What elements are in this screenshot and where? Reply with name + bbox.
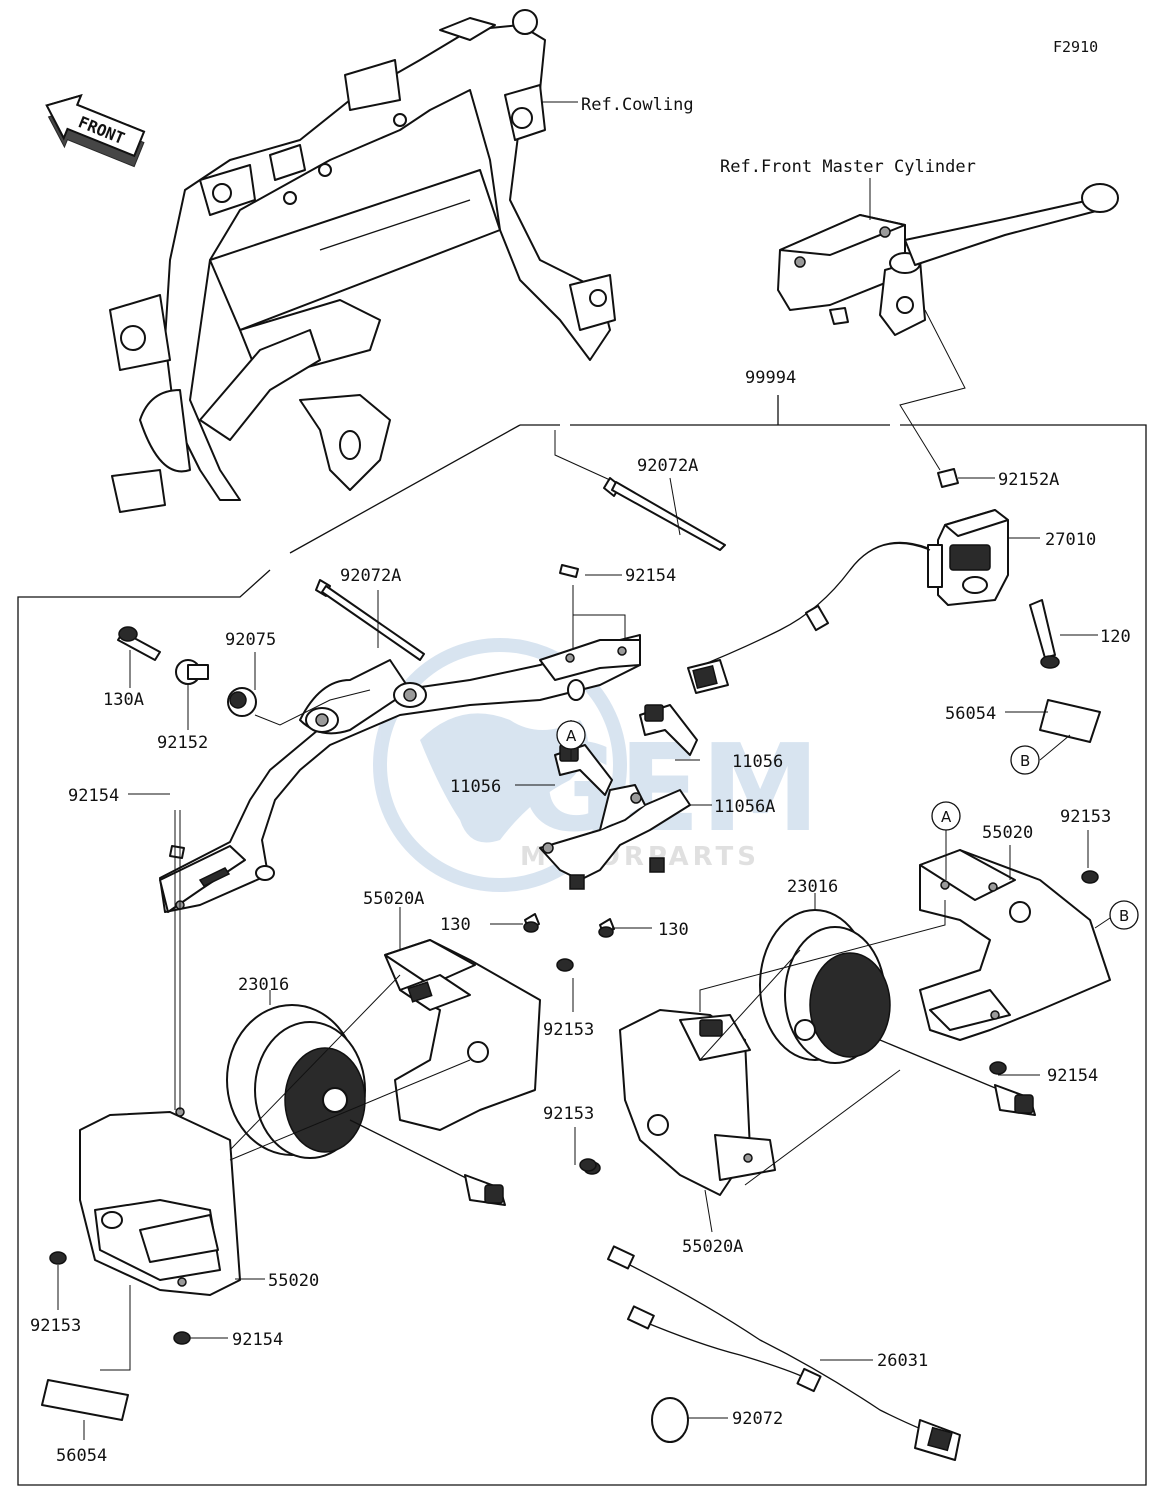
right-fog-lamp-assembly xyxy=(579,699,1111,1196)
front-arrow-icon: FRONT xyxy=(45,93,146,168)
part-92154-bottom: 92154 xyxy=(232,1330,283,1350)
ref-cowling-label: Ref.Cowling xyxy=(581,95,694,115)
part-92153-top-right: 92153 xyxy=(1060,807,1111,827)
part-55020-right: 55020 xyxy=(982,823,1033,843)
part-11056A: 11056A xyxy=(714,797,775,817)
part-23016-right: 23016 xyxy=(787,877,838,897)
svg-text:B: B xyxy=(1020,752,1030,770)
small-hardware xyxy=(117,477,726,859)
part-92153-mid-right: 92153 xyxy=(543,1104,594,1124)
callout-a-top: A xyxy=(556,720,586,750)
callout-a-right: A xyxy=(931,801,961,831)
part-92075: 92075 xyxy=(225,630,276,650)
part-92153-mid-left: 92153 xyxy=(543,1020,594,1040)
part-27010: 27010 xyxy=(1045,530,1096,550)
part-92152: 92152 xyxy=(157,733,208,753)
part-130-left: 130 xyxy=(440,915,471,935)
part-120: 120 xyxy=(1100,627,1131,647)
part-55020A-right: 55020A xyxy=(682,1237,743,1257)
front-master-cylinder xyxy=(777,183,1119,336)
part-130A: 130A xyxy=(103,690,144,710)
svg-text:A: A xyxy=(566,727,577,745)
part-92154-right: 92154 xyxy=(1047,1066,1098,1086)
callout-b-left: B xyxy=(1010,745,1040,775)
watermark-logo: GEM MOTORPARTS xyxy=(373,638,820,892)
frame-cowling-stay xyxy=(109,9,616,513)
harness-26031 xyxy=(606,1245,961,1461)
part-56054-right: 56054 xyxy=(945,704,996,724)
part-92072A-upper: 92072A xyxy=(637,456,698,476)
svg-text:A: A xyxy=(941,808,952,826)
kit-boundary xyxy=(17,395,1147,1486)
figure-code: F2910 xyxy=(1053,38,1098,56)
part-92154-top: 92154 xyxy=(625,566,676,586)
part-99994: 99994 xyxy=(745,368,796,388)
part-92154-left: 92154 xyxy=(68,786,119,806)
part-55020A-left: 55020A xyxy=(363,889,424,909)
clamp-11056 xyxy=(523,704,698,938)
callout-b-right: B xyxy=(1109,900,1139,930)
part-92072: 92072 xyxy=(732,1409,783,1429)
part-92152A: 92152A xyxy=(998,470,1059,490)
part-55020-left: 55020 xyxy=(268,1271,319,1291)
mounting-bar xyxy=(159,634,641,913)
part-92072A-lower: 92072A xyxy=(340,566,401,586)
left-fog-lamp-assembly xyxy=(41,939,601,1421)
switch-27010 xyxy=(687,468,1060,694)
part-11056-right: 11056 xyxy=(732,752,783,772)
leader-lines xyxy=(57,101,1111,1440)
part-26031: 26031 xyxy=(877,1351,928,1371)
part-130-right: 130 xyxy=(658,920,689,940)
part-23016-left: 23016 xyxy=(238,975,289,995)
part-92153-bottom-left: 92153 xyxy=(30,1316,81,1336)
svg-text:B: B xyxy=(1119,907,1129,925)
part-56054-left: 56054 xyxy=(56,1446,107,1466)
part-11056-left: 11056 xyxy=(450,777,501,797)
ref-master-cylinder-label: Ref.Front Master Cylinder xyxy=(720,157,976,177)
